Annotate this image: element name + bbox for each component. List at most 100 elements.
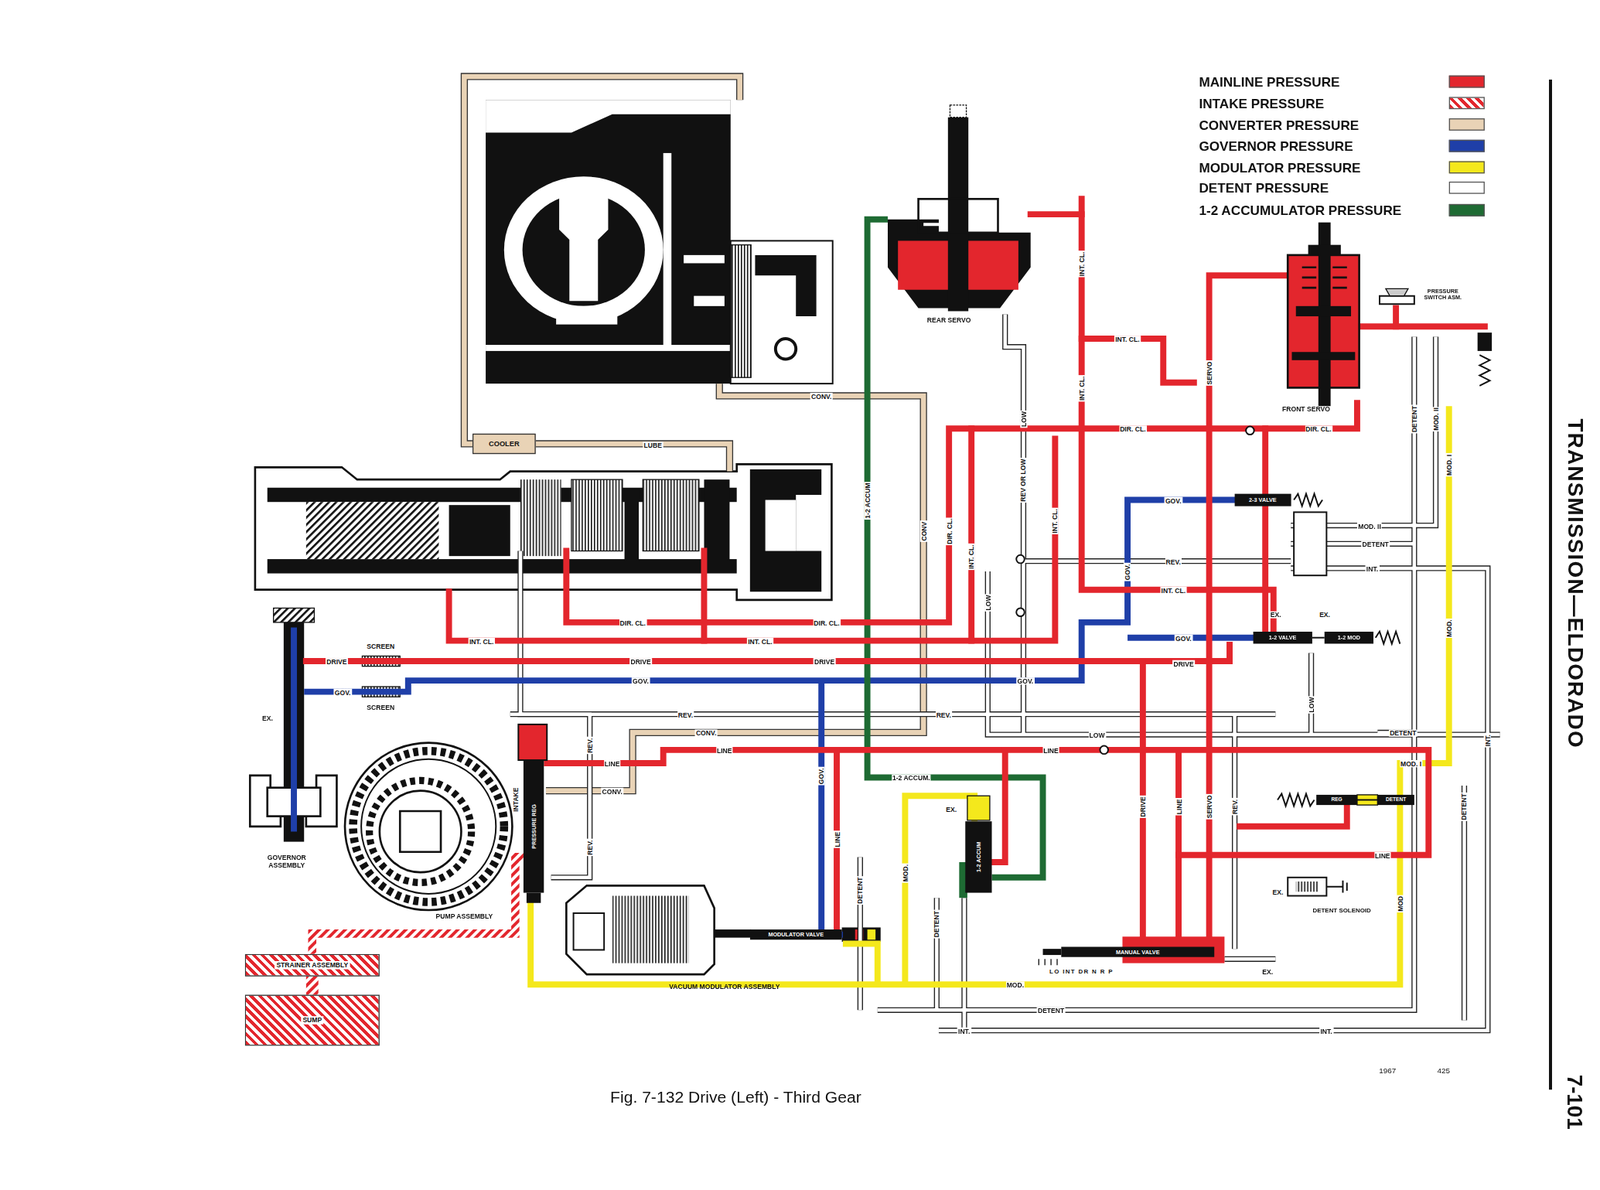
page-rule [1548, 79, 1553, 1090]
valve-bodies [1375, 631, 1401, 645]
pump-drawing [361, 759, 496, 894]
connector-line [306, 976, 319, 996]
component-box: DETENT [1377, 794, 1415, 806]
governor-drawing [249, 607, 337, 842]
pipe-label: 1-2 ACCUM. [891, 774, 932, 782]
component-label: DETENT [1385, 797, 1406, 803]
mainline-lines [1030, 211, 1082, 218]
component-box: PRESSURE SWITCH ASM. [1417, 283, 1469, 304]
modulator-drawing [573, 913, 605, 951]
pipe-label: DETENT [1410, 404, 1419, 434]
pipe-label: DETENT [932, 909, 941, 939]
mainline-lines [1362, 323, 1485, 330]
pipe-label: DRIVE [629, 657, 652, 666]
legend-swatch [1449, 75, 1485, 89]
converter-section [559, 188, 608, 301]
valve-bodies [1245, 426, 1255, 436]
component-label: GOVERNOR ASSEMBLY [249, 853, 324, 869]
modulator-lines [842, 944, 878, 986]
pipe-label: LINE [832, 830, 841, 848]
legend-swatch [1449, 118, 1485, 131]
component-label: PRESSURE REG [530, 804, 537, 850]
pipe-label: DIR. CL. [812, 618, 841, 627]
component-box: MODULATOR VALVE [750, 929, 843, 940]
pipe-label: GOV. [1164, 496, 1183, 505]
pressure-switch-drawing [1477, 332, 1492, 352]
mainline-lines [1209, 275, 1289, 949]
pipe-label: DRIVE [1172, 659, 1195, 668]
mainline-lines [992, 750, 1006, 863]
component-label: PUMP ASSEMBLY [436, 912, 494, 920]
front-servo-drawing [1287, 222, 1359, 407]
legend-text: CONVERTER PRESSURE [1198, 116, 1359, 133]
pipe-label: DIR. CL. [618, 618, 647, 627]
mainline-lines [449, 438, 1056, 641]
pipe-label: GOV. [1174, 634, 1193, 642]
component-box: MANUAL VALVE [1060, 947, 1215, 958]
component-box: DETENT SOLENOID [1306, 900, 1378, 921]
modulator-drawing [867, 929, 877, 940]
pipe-label: DIR. CL. [1304, 425, 1333, 434]
component-label: FRONT SERVO [1282, 405, 1331, 413]
transmission-section [449, 504, 511, 557]
mainline-lines [1081, 198, 1274, 632]
rear-servo-drawing [887, 105, 1031, 312]
pipe-label: DIR. CL. [944, 516, 953, 545]
converter-section [504, 176, 664, 324]
component-label: MANUAL VALVE [1115, 948, 1160, 956]
modulator-drawing [612, 896, 690, 964]
front-servo-drawing [1302, 267, 1348, 288]
converter-section [683, 255, 725, 264]
pipe-label: EX. [261, 713, 274, 722]
component-box: REAR SERVO [913, 315, 985, 326]
pipe-label: EX. [1318, 610, 1331, 619]
valve-bodies [518, 426, 1400, 966]
valve-bodies [1293, 494, 1323, 507]
pump-drawing [344, 743, 512, 911]
legend-swatch [1449, 160, 1485, 174]
component-box: 2-3 VALVE [1234, 494, 1292, 507]
pump-drawing [399, 811, 441, 853]
component-box: STRAINER ASSEMBLY [245, 954, 380, 977]
selector-positions: LO INT DR N R P [1048, 968, 1115, 976]
component-box: SUMP [245, 995, 380, 1047]
component-label: 2-3 VALVE [1248, 497, 1277, 504]
pipe-label: DRIVE [1139, 794, 1147, 818]
mainline-lines [566, 402, 1358, 623]
pipe-label: CONV [919, 520, 928, 542]
legend-text: GOVERNOR PRESSURE [1198, 138, 1353, 154]
pipe-label: INT. CL. [967, 542, 976, 570]
pipe-label: MOD. [900, 863, 909, 883]
pipe-label: GOV. [1123, 562, 1132, 581]
detent-solenoid-drawing [1296, 881, 1319, 892]
pipe-label: DETENT [1361, 540, 1390, 549]
pipe-label: CONV. [810, 392, 833, 400]
component-label: VACUUM MODULATOR ASSEMBLY [668, 982, 781, 990]
modulator-lines [904, 795, 975, 985]
component-label: REAR SERVO [927, 317, 972, 325]
rear-servo-drawing [948, 117, 969, 312]
transmission-section [267, 559, 737, 574]
valve-bodies [1357, 794, 1378, 806]
pressure-switch-drawing [1479, 354, 1490, 386]
pump-drawing [379, 791, 462, 874]
page-number: 7-101 [1562, 1073, 1587, 1131]
pipe-label: INT. [1484, 733, 1492, 748]
detent-lines [510, 313, 1501, 1031]
modulator-drawing [714, 929, 752, 939]
front-servo-drawing [1296, 306, 1351, 317]
detent-solenoid-drawing [1287, 877, 1348, 897]
modulator-drawing [566, 885, 881, 975]
pipe-label: MOD. II [1357, 521, 1382, 530]
component-label: STRAINER ASSEMBLY [274, 962, 351, 969]
rear-servo-drawing [923, 204, 993, 225]
transmission-section [750, 469, 822, 592]
component-label: 1-2 MOD [1337, 634, 1361, 642]
pipe-label: CONV. [600, 787, 624, 795]
detent-solenoid-drawing [1326, 880, 1347, 894]
mainline-lines [1262, 428, 1269, 632]
transmission-section [765, 500, 797, 552]
transmission-section [703, 479, 730, 562]
pipe-label: REV. [1164, 557, 1182, 566]
